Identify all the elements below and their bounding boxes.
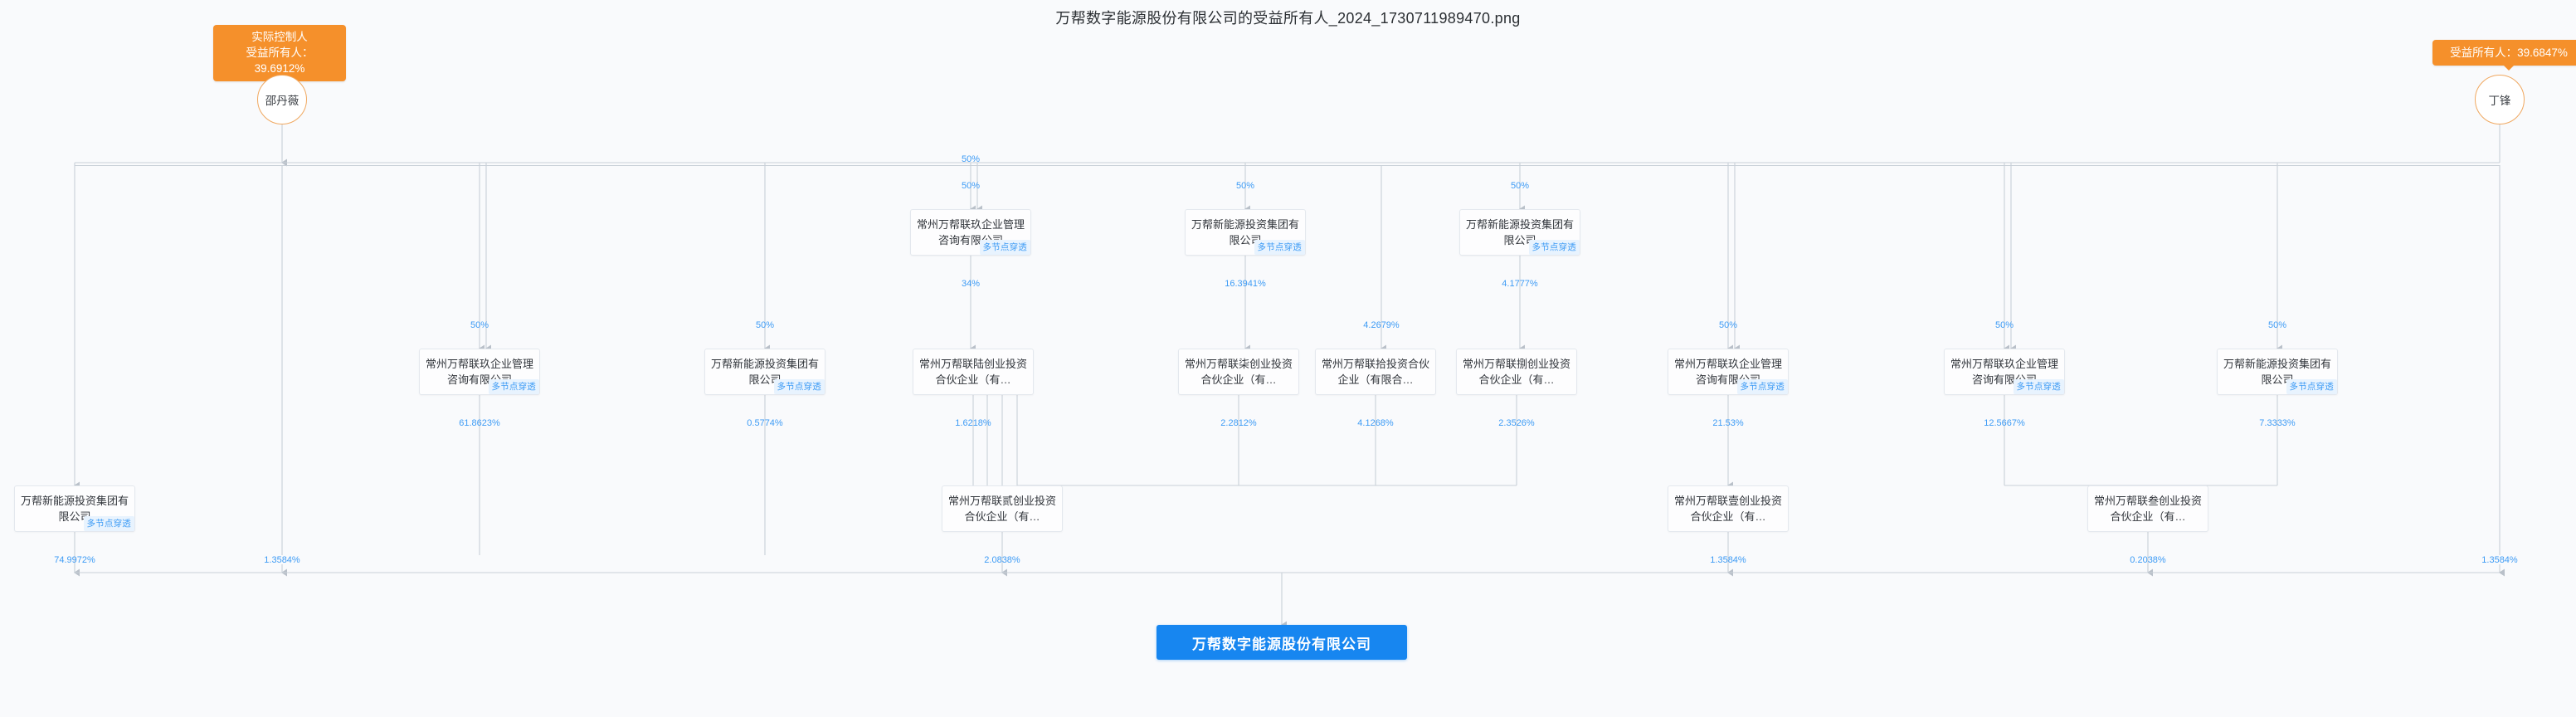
company-node[interactable]: 常州万帮联陆创业投资合伙企业（有… (913, 349, 1034, 395)
company-node[interactable]: 常州万帮联玖企业管理咨询有限公司多节点穿透 (1944, 349, 2065, 395)
edge-percent-label: 0.5774% (747, 418, 783, 428)
edge-percent-label: 2.0838% (984, 555, 1020, 565)
company-node[interactable]: 万帮新能源投资集团有限公司多节点穿透 (1459, 209, 1580, 256)
multi-node-penetration-tag[interactable]: 多节点穿透 (1736, 379, 1788, 394)
company-node[interactable]: 常州万帮联拾投资合伙企业（有限合… (1315, 349, 1436, 395)
company-node[interactable]: 常州万帮联叁创业投资合伙企业（有… (2087, 485, 2208, 532)
multi-node-penetration-tag[interactable]: 多节点穿透 (83, 516, 134, 531)
company-node-label: 万帮新能源投资集团有限公司 (2223, 358, 2331, 386)
edge-percent-label: 1.6218% (955, 418, 991, 428)
edge-percent-label: 50% (470, 320, 489, 330)
multi-node-penetration-tag[interactable]: 多节点穿透 (2286, 379, 2337, 394)
edge-percent-label: 50% (1718, 320, 1738, 330)
badge-left-controller: 实际控制人 受益所有人：39.6912% (213, 25, 346, 87)
edge-percent-label: 1.3584% (264, 555, 300, 565)
edge-percent-label: 2.3526% (1498, 418, 1535, 428)
company-node[interactable]: 常州万帮联玖企业管理咨询有限公司多节点穿透 (910, 209, 1031, 256)
edge-percent-label: 4.1268% (1357, 418, 1394, 428)
badge-right-owner: 受益所有人：39.6847% (2432, 40, 2576, 71)
edge-percent-label: 7.3333% (2259, 418, 2296, 428)
edge-percent-label: 50% (961, 181, 981, 191)
company-node[interactable]: 常州万帮联贰创业投资合伙企业（有… (942, 485, 1063, 532)
badge-left-stake: 受益所有人：39.6912% (246, 46, 314, 76)
company-node[interactable]: 万帮新能源投资集团有限公司多节点穿透 (1185, 209, 1306, 256)
edge-percent-label: 16.3941% (1225, 279, 1266, 289)
company-node-label: 常州万帮联叁创业投资合伙企业（有… (2093, 495, 2202, 523)
edge-percent-label: 74.9972% (54, 555, 95, 565)
multi-node-penetration-tag[interactable]: 多节点穿透 (979, 240, 1030, 255)
edge-percent-label: 21.53% (1712, 418, 1744, 428)
edge-percent-label: 1.3584% (2481, 555, 2518, 565)
company-node[interactable]: 万帮新能源投资集团有限公司多节点穿透 (14, 485, 135, 532)
company-node[interactable]: 常州万帮联玖企业管理咨询有限公司多节点穿透 (1668, 349, 1789, 395)
badge-right-stake: 受益所有人：39.6847% (2450, 46, 2568, 59)
company-node-label: 常州万帮联柒创业投资合伙企业（有… (1184, 358, 1293, 386)
company-node-label: 常州万帮联捌创业投资合伙企业（有… (1462, 358, 1570, 386)
company-node[interactable]: 万帮新能源投资集团有限公司多节点穿透 (704, 349, 825, 395)
company-node[interactable]: 万帮新能源投资集团有限公司多节点穿透 (2217, 349, 2338, 395)
multi-node-penetration-tag[interactable]: 多节点穿透 (488, 379, 539, 394)
company-node-label: 常州万帮联拾投资合伙企业（有限合… (1321, 358, 1429, 386)
edge-percent-label: 50% (755, 320, 775, 330)
company-node[interactable]: 常州万帮联壹创业投资合伙企业（有… (1668, 485, 1789, 532)
multi-node-penetration-tag[interactable]: 多节点穿透 (2013, 379, 2064, 394)
company-node-label: 万帮新能源投资集团有限公司 (710, 358, 819, 386)
company-node-label: 万帮新能源投资集团有限公司 (20, 495, 129, 523)
edge-percent-label: 34% (961, 279, 981, 289)
target-company-node[interactable]: 万帮数字能源股份有限公司 (1157, 625, 1407, 660)
company-node-label: 万帮新能源投资集团有限公司 (1191, 218, 1299, 246)
person-right-name: 丁锋 (2488, 95, 2511, 107)
company-node[interactable]: 常州万帮联柒创业投资合伙企业（有… (1178, 349, 1299, 395)
person-node-left[interactable]: 邵丹薇 (257, 75, 307, 124)
edge-percent-label: 50% (1510, 181, 1530, 191)
edge-percent-label: 1.3584% (1710, 555, 1746, 565)
company-node-label: 万帮新能源投资集团有限公司 (1465, 218, 1574, 246)
edge-percent-label: 12.5667% (1984, 418, 2025, 428)
edge-percent-label: 50% (961, 154, 981, 164)
edge-percent-label: 4.1777% (1502, 279, 1538, 289)
target-company-label: 万帮数字能源股份有限公司 (1192, 636, 1371, 652)
edge-percent-label: 50% (1235, 181, 1255, 191)
company-node-label: 常州万帮联贰创业投资合伙企业（有… (947, 495, 1056, 523)
company-node-label: 常州万帮联壹创业投资合伙企业（有… (1673, 495, 1782, 523)
edge-percent-label: 0.2038% (2130, 555, 2166, 565)
company-node[interactable]: 常州万帮联捌创业投资合伙企业（有… (1456, 349, 1577, 395)
edge-percent-label: 50% (2267, 320, 2287, 330)
page-title: 万帮数字能源股份有限公司的受益所有人_2024_1730711989470.pn… (1055, 10, 1521, 27)
company-node[interactable]: 常州万帮联玖企业管理咨询有限公司多节点穿透 (419, 349, 540, 395)
company-node-label: 常州万帮联陆创业投资合伙企业（有… (918, 358, 1027, 386)
person-node-right[interactable]: 丁锋 (2475, 75, 2525, 124)
edge-percent-label: 61.8623% (459, 418, 500, 428)
edge-percent-label: 50% (1994, 320, 2014, 330)
multi-node-penetration-tag[interactable]: 多节点穿透 (773, 379, 825, 394)
badge-left-role: 实际控制人 (251, 31, 308, 43)
edge-percent-label: 2.2812% (1220, 418, 1257, 428)
person-left-name: 邵丹薇 (265, 95, 299, 107)
edge-percent-label: 4.2679% (1363, 320, 1400, 330)
multi-node-penetration-tag[interactable]: 多节点穿透 (1528, 240, 1580, 255)
multi-node-penetration-tag[interactable]: 多节点穿透 (1254, 240, 1305, 255)
